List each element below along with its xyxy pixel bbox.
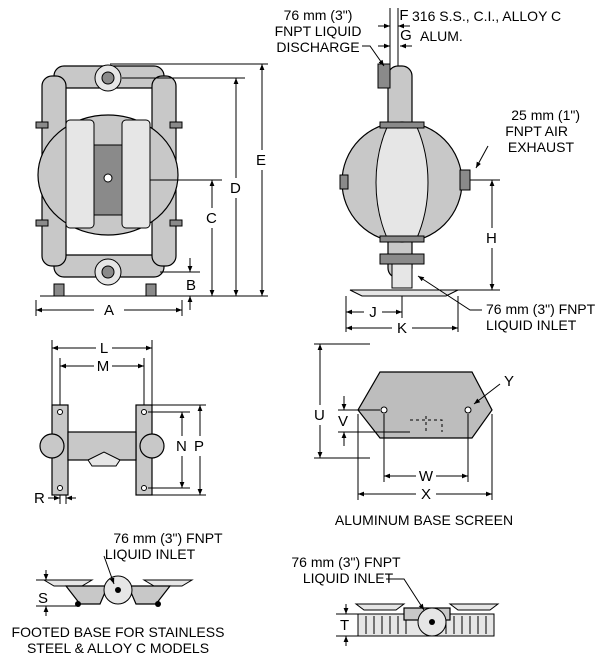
side-view-labels: 76 mm (3") FNPT LIQUID DISCHARGE F 316 S…	[275, 7, 596, 337]
dim-s-label: S	[38, 590, 48, 607]
air-exhaust-label-line1: 25 mm (1")	[511, 107, 580, 123]
air-exhaust-label-line3: EXHAUST	[508, 139, 575, 155]
dim-m-label: M	[97, 358, 110, 375]
dim-c-label: C	[206, 210, 217, 227]
front-view-dimensions: A B C D E	[35, 63, 268, 319]
side-inlet-label-line1: 76 mm (3") FNPT	[486, 301, 596, 317]
dim-f-label: F	[399, 7, 408, 24]
footed-base-side-view	[42, 575, 194, 607]
material-g-label: ALUM.	[420, 28, 463, 44]
dim-h-label: H	[486, 230, 497, 247]
air-exhaust-label-line2: FNPT AIR	[505, 123, 568, 139]
dim-l-label: L	[100, 340, 108, 357]
dim-y-label: Y	[504, 373, 514, 390]
dim-d-label: D	[230, 180, 241, 197]
discharge-label-line2: FNPT LIQUID	[275, 23, 362, 39]
aluminum-base-caption: ALUMINUM BASE SCREEN	[335, 512, 513, 528]
dim-p-label: P	[194, 438, 204, 455]
discharge-label-line3: DISCHARGE	[276, 39, 359, 55]
footed-base-side-labels: 76 mm (3") FNPT LIQUID INLET S FOOTED BA…	[12, 530, 225, 656]
footed-base-caption-line2: STEEL & ALLOY C MODELS	[27, 640, 209, 656]
screen-inlet-label-line1: 76 mm (3") FNPT	[291, 554, 401, 570]
dim-v-label: V	[338, 413, 348, 430]
dim-r-label: R	[34, 490, 45, 507]
footed-inlet-label-line2: LIQUID INLET	[105, 546, 196, 562]
side-inlet-label-line2: LIQUID INLET	[486, 317, 577, 333]
front-view	[35, 64, 183, 297]
dim-x-label: X	[421, 486, 431, 503]
dim-g-label: G	[400, 27, 412, 44]
dim-b-label: B	[186, 277, 196, 294]
dim-k-label: K	[397, 320, 407, 337]
footed-base-top-dimensions: L M N P R	[34, 340, 206, 507]
footed-inlet-label-line1: 76 mm (3") FNPT	[113, 530, 223, 546]
dim-u-label: U	[314, 407, 325, 424]
dim-a-label: A	[104, 302, 114, 319]
aluminum-base-view	[357, 371, 493, 439]
footed-base-top-view	[39, 404, 165, 496]
dim-j-label: J	[369, 304, 377, 321]
dim-e-label: E	[256, 152, 266, 169]
material-f-label: 316 S.S., C.I., ALLOY C	[412, 8, 561, 24]
screen-base-side-view	[354, 603, 500, 637]
discharge-label-line1: 76 mm (3")	[284, 7, 353, 23]
screen-inlet-label-line2: LIQUID INLET	[303, 570, 394, 586]
dim-n-label: N	[176, 438, 187, 455]
dim-w-label: W	[419, 468, 434, 485]
screen-base-side-labels: 76 mm (3") FNPT LIQUID INLET T	[291, 554, 425, 646]
dim-t-label: T	[340, 617, 349, 634]
aluminum-base-dimensions: U V W X Y ALUMINUM BASE SCREEN	[314, 343, 514, 528]
side-view	[339, 63, 471, 297]
footed-base-caption-line1: FOOTED BASE FOR STAINLESS	[12, 624, 225, 640]
